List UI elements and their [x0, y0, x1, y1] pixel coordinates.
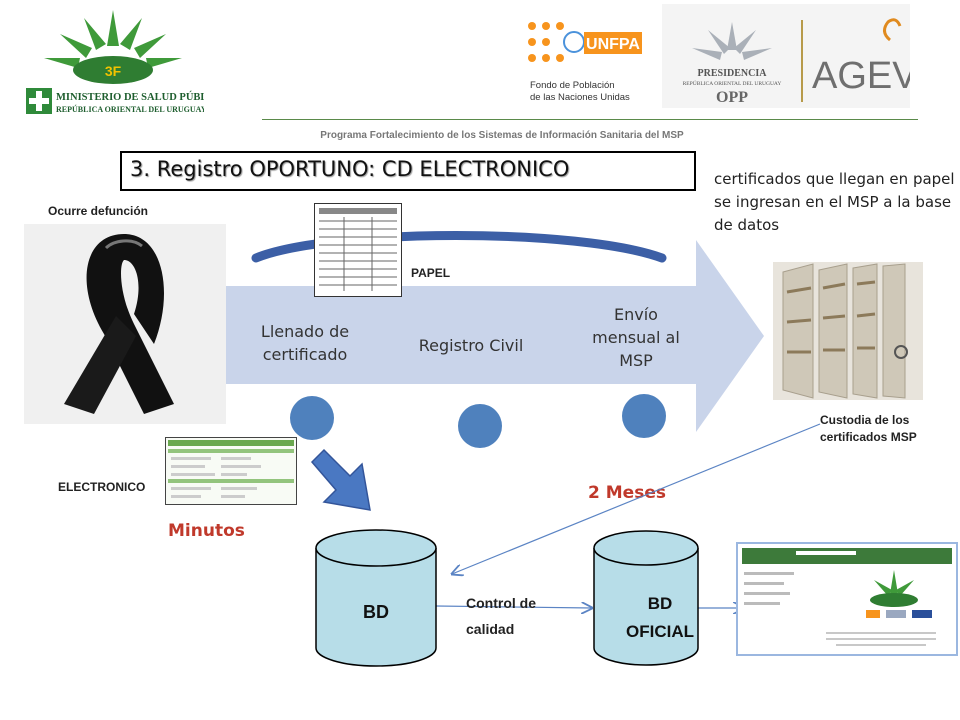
bd-cylinder	[315, 529, 437, 667]
svg-text:PRESIDENCIA: PRESIDENCIA	[698, 68, 768, 79]
paper-route-curve	[251, 231, 667, 263]
msp-logo: 3F MINISTERIO DE SALUD PÚBLICA REPÚBLICA…	[26, 10, 204, 114]
step-llenado: Llenado de certificado	[260, 322, 350, 364]
ribbon-icon	[64, 234, 174, 414]
step-registro-civil: Registro Civil	[418, 336, 524, 355]
minutos-label: Minutos	[168, 521, 245, 541]
msp-mini-emblem-icon	[874, 570, 914, 596]
step-marker-2	[458, 404, 502, 448]
unfpa-dots-icon	[528, 22, 564, 62]
control-calidad-label: Control de calidad	[466, 595, 536, 637]
dos-meses-label: 2 Meses	[588, 483, 666, 503]
svg-text:MINISTERIO DE SALUD PÚBLICA: MINISTERIO DE SALUD PÚBLICA	[56, 91, 204, 103]
svg-text:UNFPA: UNFPA	[586, 36, 640, 53]
step-marker-3	[622, 394, 666, 438]
bd-oficial-label-1: BD	[647, 594, 673, 613]
mourning-ribbon-image	[24, 224, 226, 424]
svg-text:AGEV: AGEV	[812, 55, 910, 97]
bd-oficial-label-2: OFICIAL	[626, 622, 694, 641]
electronico-label: ELECTRONICO	[58, 480, 146, 494]
archive-shelves-image	[773, 262, 923, 400]
program-subtitle: Programa Fortalecimiento de los Sistemas…	[320, 130, 684, 141]
slide-title: 3. Registro OPORTUNO: CD ELECTRONICO	[120, 151, 696, 191]
papel-label: PAPEL	[411, 266, 451, 280]
unfpa-logo: UNFPA Fondo de Población de las Naciones…	[528, 22, 642, 103]
sun-emblem-icon	[692, 22, 772, 60]
step-marker-1	[290, 396, 334, 440]
opp-agev-logo: PRESIDENCIA REPÚBLICA ORIENTAL DEL URUGU…	[662, 4, 910, 108]
paper-note: certificados que llegan en papel se ingr…	[714, 170, 955, 234]
header-rule	[262, 119, 918, 120]
down-arrow	[310, 448, 371, 511]
paper-form-thumbnail	[314, 203, 402, 297]
custodia-to-bd-line	[452, 423, 821, 574]
crank-handle-icon	[894, 345, 908, 359]
custodia-label: Custodia de los certificados MSP	[820, 413, 917, 444]
svg-text:de las Naciones Unidas: de las Naciones Unidas	[530, 92, 630, 103]
electronic-form-thumbnail	[165, 437, 297, 505]
svg-text:Fondo de Población: Fondo de Población	[530, 80, 615, 91]
bd-to-oficial-line	[435, 606, 592, 608]
step-envio: Envío mensual al MSP	[592, 305, 680, 370]
msp-emblem-icon: 3F	[44, 10, 182, 84]
svg-text:OPP: OPP	[716, 89, 748, 106]
svg-text:3F: 3F	[105, 63, 122, 79]
svg-text:REPÚBLICA ORIENTAL DEL URUGUAY: REPÚBLICA ORIENTAL DEL URUGUAY	[683, 79, 782, 87]
agev-swirl-icon	[883, 18, 902, 42]
bd-oficial-cylinder	[593, 530, 699, 666]
ocurre-label: Ocurre defunción	[48, 204, 149, 218]
svg-text:REPÚBLICA ORIENTAL DEL URUGUAY: REPÚBLICA ORIENTAL DEL URUGUAY	[56, 104, 204, 114]
bd-label: BD	[363, 602, 389, 622]
step-markers	[290, 394, 666, 448]
web-portal-screenshot	[736, 542, 958, 656]
